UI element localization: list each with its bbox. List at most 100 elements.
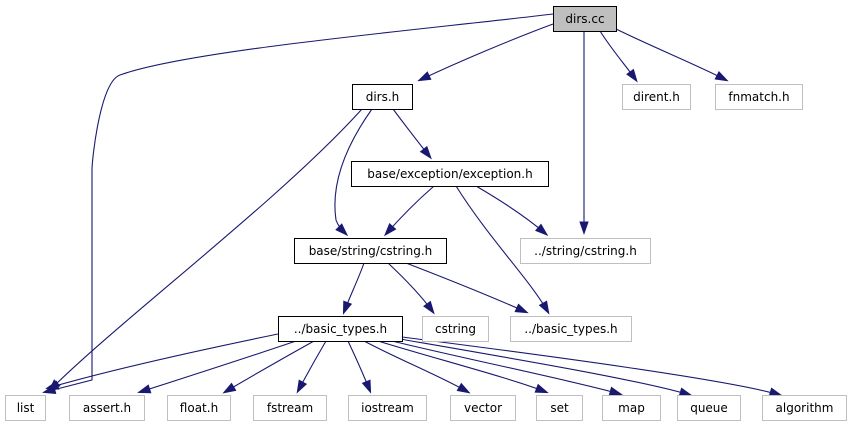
arrowhead-icon: [768, 387, 783, 397]
node-box: [422, 316, 489, 342]
node-label: float.h: [180, 401, 218, 415]
node-iostream[interactable]: iostream: [348, 395, 427, 421]
edge-dirs_cc-to-dirs_h: [417, 23, 554, 82]
node-label: iostream: [361, 401, 414, 415]
edge-line: [399, 338, 691, 396]
node-label: dirs.cc: [565, 12, 604, 26]
arrowhead-icon: [222, 382, 237, 394]
node-box: [253, 395, 327, 421]
arrowhead-icon: [417, 71, 432, 82]
node-label: fstream: [267, 401, 313, 415]
node-box: [510, 316, 632, 342]
edge-basic_types_local-to-fstream: [296, 340, 327, 394]
arrowhead-icon: [296, 379, 308, 394]
edge-line: [611, 26, 727, 81]
node-dirent-h[interactable]: dirent.h: [622, 84, 691, 110]
edge-basic_types_local-to-queue: [399, 338, 693, 397]
node-basic-types-local[interactable]: ../basic_types.h: [278, 316, 403, 342]
node-cstring[interactable]: cstring: [422, 316, 489, 342]
node-label: algorithm: [776, 401, 834, 415]
edge-basic_types_local-to-list: [45, 333, 279, 390]
node-set[interactable]: set: [536, 395, 583, 421]
node-fnmatch-h[interactable]: fnmatch.h: [715, 84, 803, 110]
nodes-layer: dirs.cc dirs.h dirent.h fnmatch.h base/excep…: [5, 6, 847, 421]
edge-dirs_cc-to-rel_cstring_h: [579, 31, 589, 236]
node-label: assert.h: [83, 401, 131, 415]
node-basic-types-ext[interactable]: ../basic_types.h: [510, 316, 632, 342]
edge-line: [405, 262, 527, 313]
edge-line: [475, 185, 547, 235]
edge-dirs_cc-to-fnmatch_h: [611, 26, 729, 82]
node-label: dirs.h: [366, 90, 400, 104]
node-label: ../basic_types.h: [524, 322, 617, 336]
edge-line: [49, 108, 363, 391]
node-box: [762, 395, 847, 421]
edge-basic_types_local-to-float_h: [222, 340, 315, 394]
node-box: [351, 161, 549, 187]
node-algorithm[interactable]: algorithm: [762, 395, 847, 421]
node-label: base/exception/exception.h: [367, 167, 532, 181]
arrowhead-icon: [538, 300, 550, 315]
node-box: [677, 395, 741, 421]
arrowhead-icon: [361, 379, 372, 394]
edge-basic_types_local-to-assert_h: [137, 340, 297, 394]
edge-basic_types_local-to-iostream: [347, 340, 372, 394]
node-label: set: [550, 401, 569, 415]
arrowhead-icon: [534, 383, 549, 394]
node-vector[interactable]: vector: [450, 395, 516, 421]
arrowhead-icon: [608, 386, 623, 396]
node-fstream[interactable]: fstream: [253, 395, 327, 421]
node-label: cstring: [435, 322, 476, 336]
node-label: base/string/cstring.h: [309, 244, 433, 258]
edge-dirs_h-to-cstring_h: [334, 108, 373, 237]
edge-line: [455, 185, 549, 313]
arrowhead-icon: [423, 300, 435, 315]
edge-line: [419, 23, 554, 81]
node-float-h[interactable]: float.h: [167, 395, 231, 421]
node-map[interactable]: map: [602, 395, 661, 421]
edge-dirs_cc-to-dirent_h: [599, 30, 638, 83]
arrowhead-icon: [514, 303, 529, 314]
arrowhead-icon: [419, 145, 432, 160]
node-exception-h[interactable]: base/exception/exception.h: [351, 161, 549, 187]
arrowhead-icon: [626, 68, 638, 83]
node-box: [715, 84, 803, 110]
edge-exception_h-to-cstring_h: [384, 185, 435, 237]
edge-line: [401, 336, 781, 396]
edge-line: [377, 340, 547, 393]
edge-line: [391, 340, 621, 395]
node-box: [278, 316, 403, 342]
node-label: dirent.h: [633, 90, 680, 104]
edge-line: [139, 340, 297, 393]
node-box: [520, 238, 651, 264]
node-label: list: [17, 401, 35, 415]
edge-basic_types_local-to-set: [377, 340, 549, 394]
node-assert-h[interactable]: assert.h: [69, 395, 145, 421]
node-box: [553, 6, 617, 32]
node-dirs-cc: dirs.cc: [553, 6, 617, 32]
node-box: [602, 395, 661, 421]
edge-line: [47, 333, 279, 389]
node-box: [450, 395, 516, 421]
node-cstring-h[interactable]: base/string/cstring.h: [294, 238, 447, 264]
edge-cstring_h-to-basic_types_ext: [405, 262, 529, 314]
node-queue[interactable]: queue: [677, 395, 741, 421]
arrowhead-icon: [384, 223, 397, 237]
node-list[interactable]: list: [5, 395, 46, 421]
node-rel-cstring-h[interactable]: ../string/cstring.h: [520, 238, 651, 264]
node-box: [167, 395, 231, 421]
edge-line: [363, 340, 469, 393]
arrowhead-icon: [534, 223, 549, 236]
node-box: [5, 395, 46, 421]
edge-dirs_h-to-exception_h: [392, 108, 432, 160]
node-dirs-h[interactable]: dirs.h: [352, 84, 413, 110]
node-label: queue: [690, 401, 728, 415]
arrowhead-icon: [678, 387, 693, 397]
node-box: [352, 84, 413, 110]
arrowhead-icon: [45, 380, 60, 390]
node-label: map: [618, 401, 645, 415]
node-box: [69, 395, 145, 421]
node-box: [622, 84, 691, 110]
arrowhead-icon: [456, 382, 471, 394]
